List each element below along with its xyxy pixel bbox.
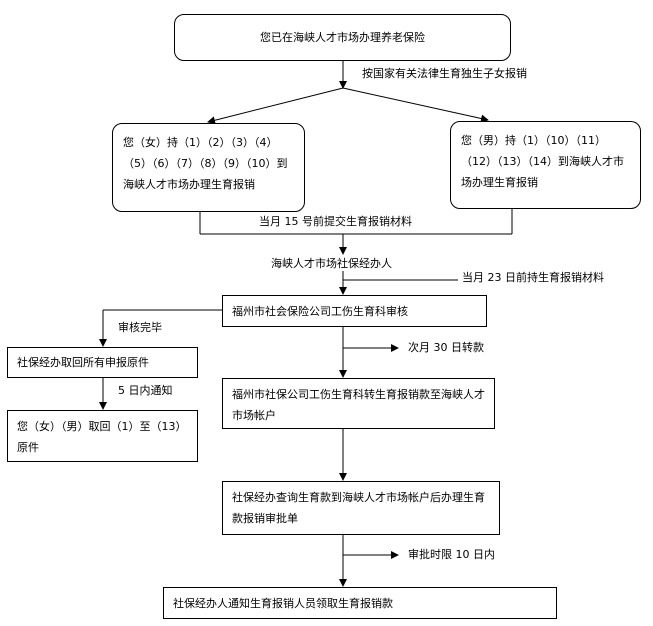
label-review-complete: 审核完毕: [118, 321, 162, 334]
label-one-child-policy: 按国家有关法律生育独生子女报销: [362, 67, 527, 80]
node-transfer-funds: 福州市社保公司工伤生育科转生育报销款至海峡人才市场帐户: [222, 378, 495, 429]
label-transfer-30th: 次月 30 日转款: [408, 341, 484, 354]
node-return-originals: 您（女）（男）取回（1）至（13）原件: [7, 410, 198, 462]
label-approval-10-days: 审批时限 10 日内: [408, 548, 495, 561]
node-notify-claimant: 社保经办人通知生育报销人员领取生育报销款: [163, 587, 557, 619]
connector-to-female: [207, 87, 344, 125]
label-before-23: 当月 23 日前持生育报销材料: [462, 271, 604, 284]
node-female-materials: 您（女）持（1）（2）（3）（4）（5）（6）（7）（8）（9）（10）到海峡人…: [112, 123, 305, 212]
label-social-security-agent: 海峡人才市场社保经办人: [271, 257, 392, 270]
label-notify-5-days: 5 日内通知: [118, 384, 173, 397]
label-submit-before-15: 当月 15 号前提交生育报销材料: [259, 215, 412, 228]
node-hxrc-pension: 您已在海峡人才市场办理养老保险: [174, 14, 511, 61]
node-approval-form: 社保经办查询生育款到海峡人才市场帐户后办理生育款报销审批单: [222, 481, 500, 535]
connector-to-male: [342, 87, 489, 123]
node-retrieve-originals: 社保经办取回所有申报原件: [7, 347, 198, 378]
node-fuzhou-review: 福州市社会保险公司工伤生育科审核: [222, 295, 487, 327]
node-male-materials: 您（男）持（1）（10）（11）（12）（13）（14）到海峡人才市场办理生育报…: [450, 121, 641, 209]
